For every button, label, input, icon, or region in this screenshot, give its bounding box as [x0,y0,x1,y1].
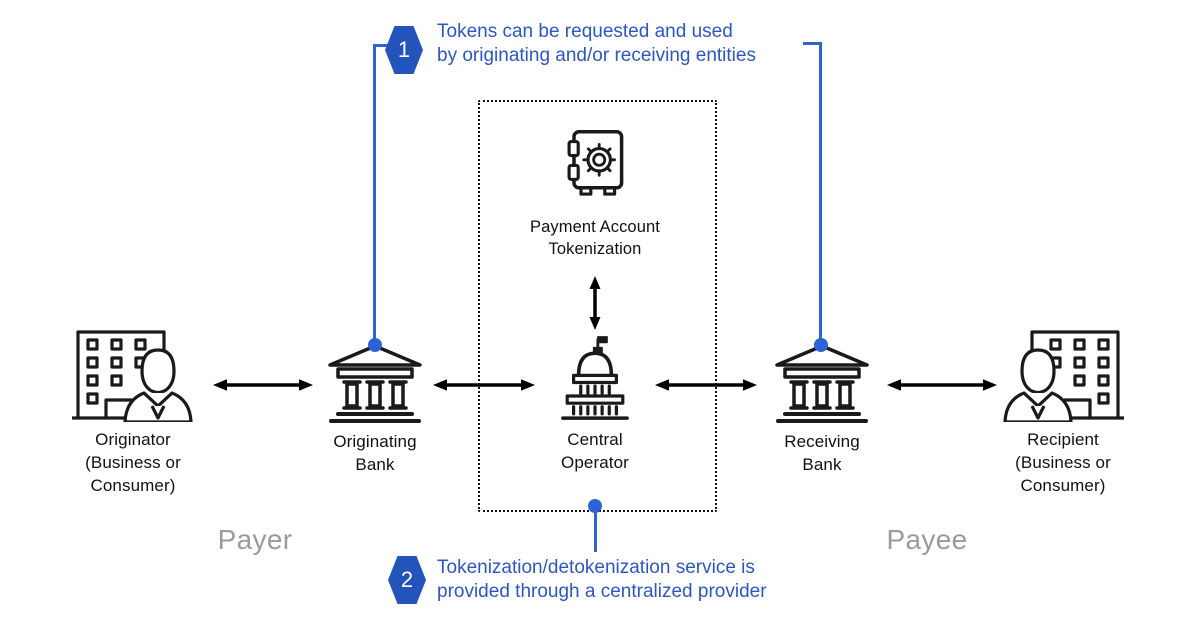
note2-number-badge: 2 [388,556,426,604]
note1-left-connector-line [373,44,376,344]
note1-number: 1 [397,37,411,62]
bank-recipient-double-arrow-icon [887,376,997,394]
payment-account-tokenization-label: Payment Account Tokenization [530,218,660,258]
note1-left-bracket-horizontal [373,44,392,47]
bank-operator-double-arrow-icon [433,376,535,394]
originator-bank-double-arrow-icon [213,376,313,394]
note2-text: Tokenization/detokenization service is p… [437,557,767,602]
central-operator-label: Central Operator [561,430,629,472]
business-person-icon [70,326,196,422]
person-business-icon [1000,326,1126,422]
note1-originating-bank-dot [368,338,382,352]
originating-bank-icon [325,343,425,423]
note1-right-connector-line [819,42,822,344]
operator-bank-double-arrow-icon [655,376,757,394]
vault-operator-double-arrow-icon [586,276,604,330]
vault-icon [560,126,630,202]
capitol-building-icon [553,334,637,421]
note1-text: Tokens can be requested and used by orig… [437,21,756,66]
note2-connector-line [593,506,597,552]
note1-number-badge: 1 [385,26,423,74]
recipient-label: Recipient (Business or Consumer) [1015,430,1111,495]
payer-role-label: Payer [217,524,293,555]
payee-role-label: Payee [886,524,968,555]
note1-right-bracket-horizontal [803,42,822,45]
receiving-bank-label: Receiving Bank [784,432,860,474]
receiving-bank-icon [772,343,872,423]
note2-number: 2 [400,567,414,592]
originating-bank-label: Originating Bank [333,432,417,474]
note1-receiving-bank-dot [814,338,828,352]
originator-label: Originator (Business or Consumer) [85,430,181,495]
